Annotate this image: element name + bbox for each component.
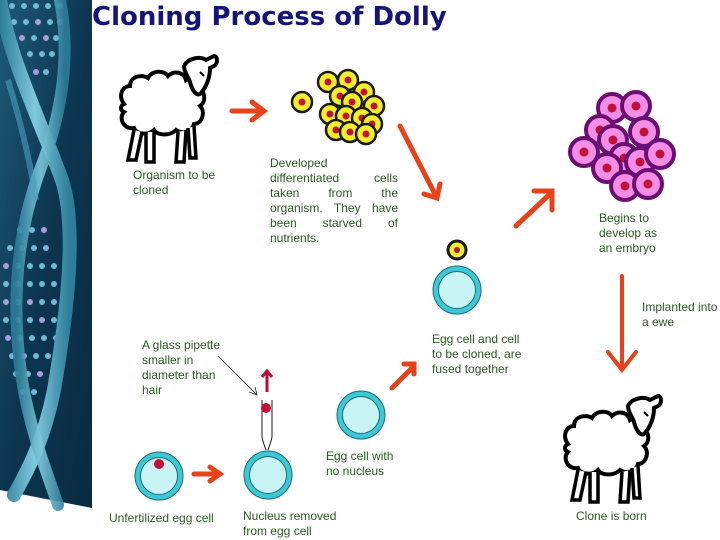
pointer-line bbox=[217, 355, 258, 396]
unfertilized-label: Unfertilized egg cell bbox=[109, 511, 214, 525]
organism-label: Organism to be cloned bbox=[133, 168, 216, 197]
egg-cell-icon bbox=[134, 451, 184, 501]
sheep-icon bbox=[119, 54, 219, 164]
arrow-down-icon bbox=[606, 274, 638, 374]
differentiated-cells-label: Developed differentiated cells taken fro… bbox=[270, 156, 398, 245]
no-nucleus-label: Egg cell with no nucleus bbox=[326, 449, 394, 478]
arrow-right-icon bbox=[191, 464, 225, 484]
implanted-label: Implanted into a ewe bbox=[642, 300, 718, 329]
fused-label: Egg cell and cell to be cloned, are fuse… bbox=[432, 332, 522, 376]
arrow-up-right-icon bbox=[513, 188, 555, 229]
arrow-up-right-icon bbox=[389, 361, 417, 391]
arrow-down-right-icon bbox=[397, 123, 443, 202]
arrow-right-icon bbox=[229, 99, 269, 123]
dna-helix-image bbox=[0, 0, 92, 520]
donor-cells-icon bbox=[290, 68, 386, 146]
embryo-icon bbox=[568, 90, 676, 202]
fused-cell-icon bbox=[432, 239, 482, 315]
nucleus-removed-label: Nucleus removed from egg cell bbox=[243, 509, 337, 538]
egg-cell-icon bbox=[243, 450, 293, 500]
pipette-label: A glass pipette smaller in diameter than… bbox=[142, 338, 221, 397]
pipette-icon bbox=[260, 368, 274, 451]
sheep-icon bbox=[563, 394, 663, 504]
egg-cell-icon bbox=[336, 390, 386, 440]
embryo-label: Begins to develop as an embryo bbox=[599, 211, 658, 255]
page-title: Cloning Process of Dolly bbox=[92, 2, 447, 32]
clone-label: Clone is born bbox=[576, 509, 647, 523]
